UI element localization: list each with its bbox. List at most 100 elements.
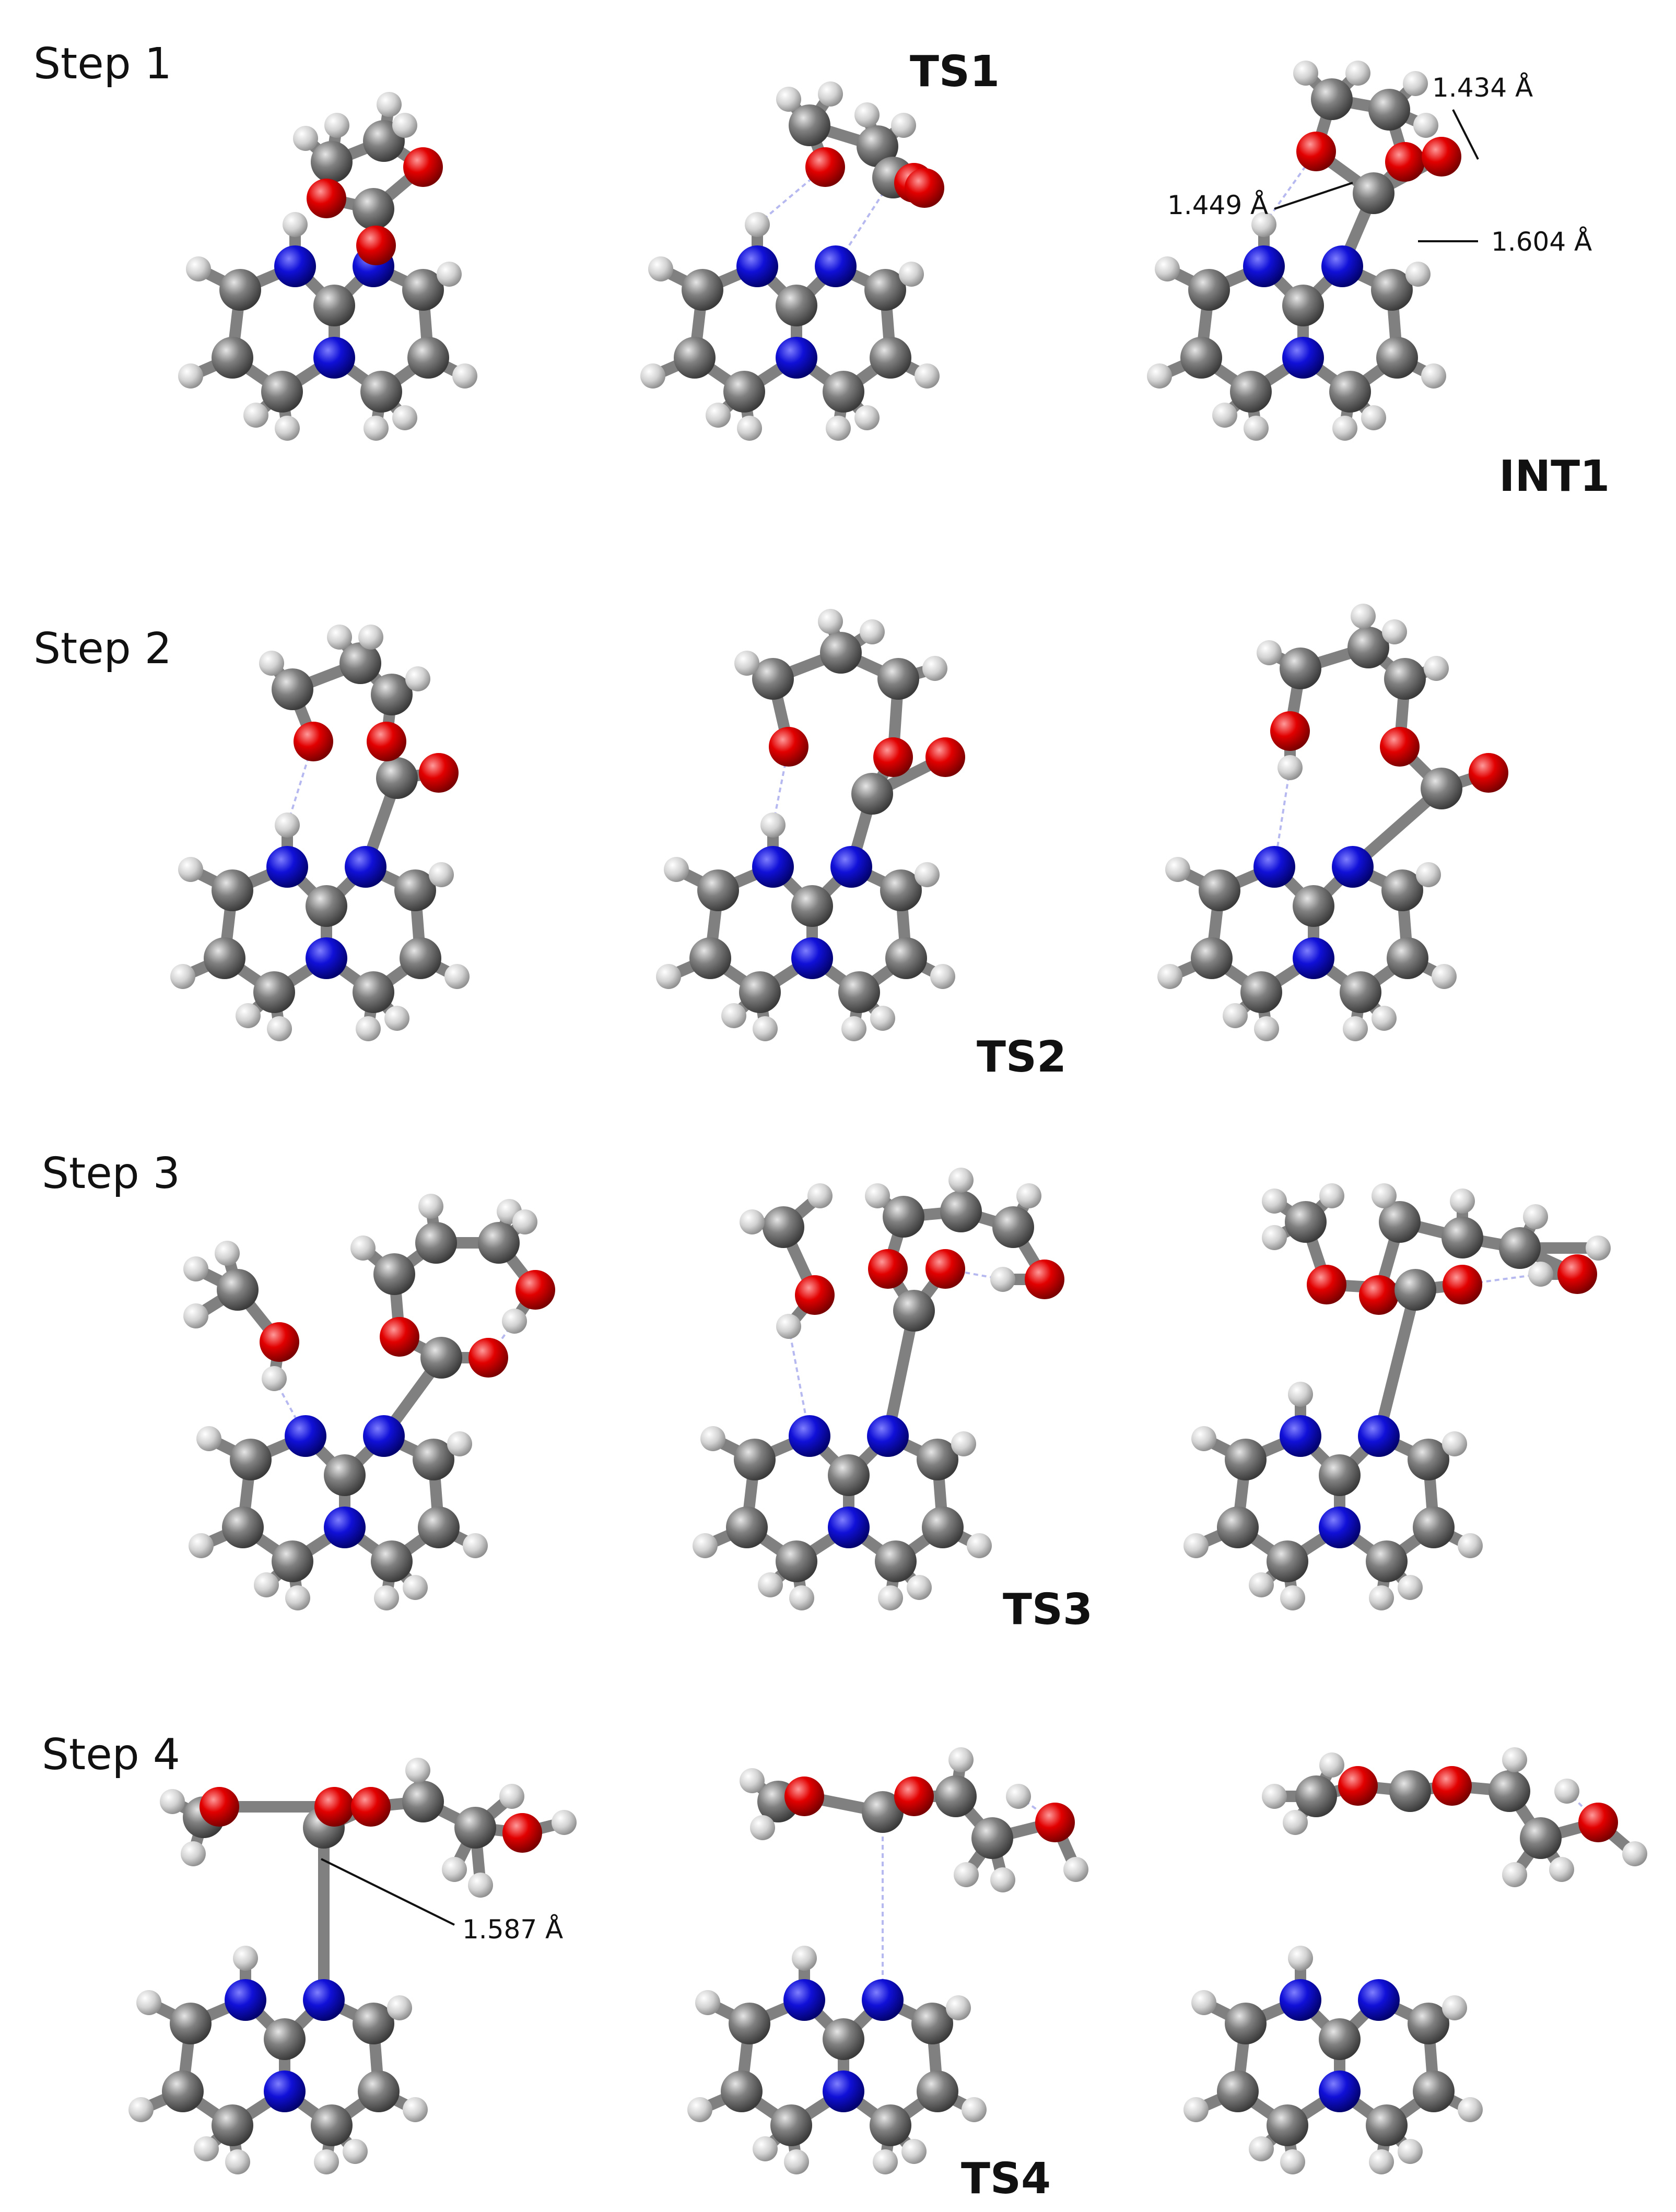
- leader-1449: [1274, 182, 1353, 210]
- carbon-atom: [1282, 285, 1324, 326]
- carbon-atom: [1319, 1454, 1361, 1496]
- hydrogen-atom: [1523, 1204, 1548, 1229]
- hydrogen-atom: [1405, 262, 1431, 287]
- carbon-atom: [883, 1196, 924, 1238]
- step4-ts4: [687, 1747, 1088, 2174]
- hydrogen-atom: [1063, 1857, 1088, 1882]
- hydrogen-atom: [870, 1006, 895, 1031]
- oxygen-atom: [1443, 1265, 1482, 1304]
- carbon-atom: [376, 757, 418, 799]
- step4-product: [1183, 1747, 1647, 2174]
- hydrogen-atom: [1369, 2149, 1394, 2174]
- oxygen-atom: [1296, 132, 1336, 171]
- carbon-atom: [311, 2104, 353, 2146]
- oxygen-atom: [905, 168, 944, 208]
- nitrogen-atom: [789, 1415, 830, 1457]
- hydrogen-atom: [792, 1946, 817, 1971]
- ts3-label: TS3: [1003, 1585, 1093, 1634]
- step-4-label: Step 4: [42, 1730, 180, 1780]
- carbon-atom: [1347, 627, 1389, 668]
- hydrogen-atom: [1165, 857, 1190, 882]
- hydrogen-atom: [374, 1585, 399, 1610]
- hydrogen-atom: [502, 1309, 527, 1334]
- hydrogen-atom: [1288, 1382, 1313, 1407]
- carbon-atom: [212, 337, 253, 379]
- carbon-atom: [917, 1439, 958, 1480]
- hydrogen-atom: [262, 1366, 287, 1391]
- hydrogen-atom: [1332, 416, 1357, 441]
- nitrogen-atom: [303, 1979, 345, 2021]
- carbon-atom: [272, 1540, 313, 1582]
- carbon-atom: [1340, 971, 1381, 1013]
- carbon-atom: [1499, 1227, 1541, 1269]
- hydrogen-atom: [841, 1016, 866, 1041]
- distance-1587: 1.587 Å: [462, 1914, 563, 1945]
- hydrogen-atom: [1442, 1995, 1467, 2020]
- hydrogen-atom: [463, 1533, 488, 1558]
- hydrogen-atom: [267, 1016, 292, 1041]
- hydrogen-atom: [350, 1236, 376, 1261]
- hydrogen-atom: [1016, 1183, 1041, 1208]
- step-3-label: Step 3: [42, 1149, 180, 1198]
- nitrogen-atom: [1280, 1415, 1321, 1457]
- hydrogen-atom: [1277, 755, 1303, 780]
- leader-1587: [321, 1858, 455, 1926]
- hydrogen-atom: [907, 1575, 932, 1600]
- hydrogen-atom: [1249, 2136, 1274, 2161]
- carbon-atom: [789, 104, 830, 146]
- hydrogen-atom: [734, 651, 759, 676]
- hydrogen-atom: [753, 1016, 778, 1041]
- hydrogen-atom: [967, 1533, 992, 1558]
- hydrogen-atom: [1458, 2097, 1483, 2122]
- carbon-atom: [1384, 658, 1426, 700]
- hydrogen-atom: [826, 416, 851, 441]
- carbon-atom: [212, 2104, 253, 2146]
- carbon-atom: [971, 1817, 1013, 1859]
- hydrogen-atom: [954, 1862, 979, 1887]
- hydrogen-atom: [946, 1995, 971, 2020]
- hydrogen-atom: [364, 416, 389, 441]
- oxygen-atom: [1035, 1803, 1075, 1842]
- hydrogen-atom: [183, 1303, 208, 1328]
- nitrogen-atom: [266, 846, 308, 888]
- nitrogen-atom: [828, 1507, 870, 1548]
- step1-ts1: [640, 81, 944, 441]
- carbon-atom: [394, 869, 436, 911]
- carbon-atom: [875, 1540, 917, 1582]
- nitrogen-atom: [345, 846, 386, 888]
- hydrogen-atom: [915, 862, 940, 887]
- nitrogen-atom: [1243, 245, 1285, 287]
- hydrogen-atom: [236, 1003, 261, 1028]
- ts1-label: TS1: [910, 47, 1000, 97]
- hydrogen-atom: [1319, 1752, 1344, 1778]
- carbon-atom: [723, 371, 765, 413]
- carbon-atom: [478, 1222, 520, 1264]
- hydrogen-atom: [1372, 1183, 1397, 1208]
- hydrogen-atom: [750, 1815, 775, 1840]
- hydrogen-atom: [1183, 1533, 1209, 1558]
- hydrogen-atom: [1257, 640, 1282, 665]
- oxygen-atom: [1359, 1275, 1399, 1315]
- hydrogen-atom: [745, 212, 770, 237]
- hydrogen-atom: [1147, 363, 1172, 389]
- hydrogen-atom: [1244, 416, 1269, 441]
- hydrogen-atom: [1288, 1946, 1313, 1971]
- hydrogen-atom: [1351, 604, 1376, 629]
- oxygen-atom: [502, 1813, 542, 1853]
- step3-ts3: [693, 1168, 1064, 1610]
- hydrogen-atom: [283, 212, 308, 237]
- hydrogen-atom: [740, 1768, 765, 1793]
- hydrogen-atom: [760, 813, 786, 838]
- carbon-atom: [721, 2070, 763, 2112]
- oxygen-atom: [1557, 1254, 1597, 1294]
- hydrogen-atom: [930, 964, 955, 989]
- hydrogen-atom: [452, 363, 477, 389]
- hydrogen-atom: [1622, 1841, 1647, 1866]
- oxygen-atom: [1025, 1260, 1064, 1299]
- oxygen-atom: [419, 753, 459, 793]
- carbon-atom: [1353, 172, 1394, 214]
- carbon-atom: [253, 971, 295, 1013]
- hydrogen-atom: [1006, 1784, 1031, 1809]
- step3-product: [1183, 1183, 1611, 1610]
- hydrogen-atom: [377, 92, 402, 117]
